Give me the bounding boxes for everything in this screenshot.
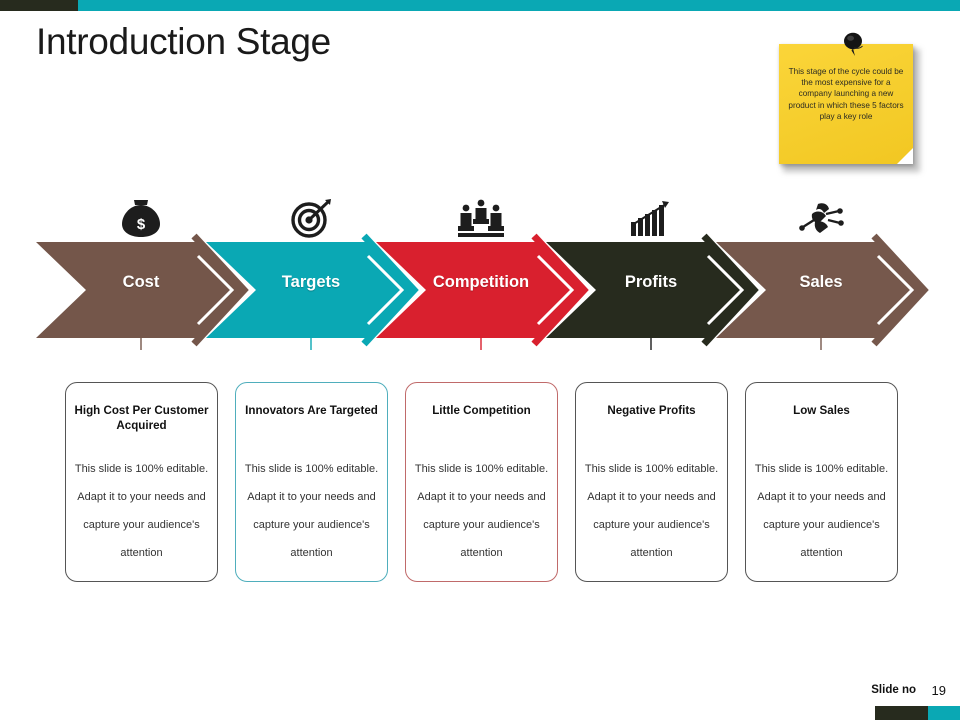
bottom-bar-accent-segment <box>928 706 960 720</box>
detail-card-body: This slide is 100% editable. Adapt it to… <box>74 463 209 559</box>
chevron-label-cost: Cost <box>122 273 160 291</box>
chevron-step-competition[interactable] <box>376 233 589 347</box>
connector-cost <box>140 338 142 350</box>
sticky-note: This stage of the cycle could be the mos… <box>779 32 920 172</box>
sticky-note-text: This stage of the cycle could be the mos… <box>788 67 904 121</box>
chevron-step-targets[interactable] <box>206 233 419 347</box>
chevron-step-sales[interactable] <box>716 233 929 347</box>
pushpin-icon <box>841 32 865 58</box>
chevron-label-profits: Profits <box>624 273 678 291</box>
bar-chart-arrow-icon <box>624 198 678 240</box>
connector-sales <box>820 338 822 350</box>
sticky-note-corner-curl <box>897 148 913 164</box>
chevron-label-sales: Sales <box>799 273 843 291</box>
chevron-label-competition: Competition <box>432 273 530 291</box>
detail-card-body: This slide is 100% editable. Adapt it to… <box>754 463 889 559</box>
top-bar-accent-segment <box>78 0 960 11</box>
detail-card-profits[interactable]: Negative Profits This slide is 100% edit… <box>575 382 728 582</box>
detail-card-title: High Cost Per Customer Acquired <box>74 404 209 432</box>
svg-text:$: $ <box>137 216 146 233</box>
podium-people-icon <box>454 198 508 240</box>
top-bar-dark-segment <box>0 0 78 11</box>
detail-card-targets[interactable]: Innovators Are Targeted This slide is 10… <box>235 382 388 582</box>
detail-card-title: Little Competition <box>432 404 531 417</box>
bottom-bar-dark-segment <box>875 706 928 720</box>
target-dart-icon <box>284 198 338 240</box>
money-bag-icon: $ <box>114 198 168 240</box>
slide-no-label: Slide no <box>871 684 916 696</box>
chevron-step-profits[interactable] <box>546 233 759 347</box>
slide-number: 19 <box>931 683 946 698</box>
detail-card-title: Negative Profits <box>607 404 696 417</box>
detail-card-title: Low Sales <box>793 404 850 417</box>
connector-competition <box>480 338 482 350</box>
sticky-note-paper: This stage of the cycle could be the mos… <box>779 44 913 164</box>
detail-card-body: This slide is 100% editable. Adapt it to… <box>244 463 379 559</box>
chevron-step-cost[interactable] <box>36 233 249 347</box>
detail-card-body: This slide is 100% editable. Adapt it to… <box>584 463 719 559</box>
detail-card-competition[interactable]: Little Competition This slide is 100% ed… <box>405 382 558 582</box>
sales-handshake-icon <box>794 198 848 240</box>
process-chevron-band <box>0 200 960 350</box>
connector-profits <box>650 338 652 350</box>
detail-card-cost[interactable]: High Cost Per Customer Acquired This sli… <box>65 382 218 582</box>
detail-card-sales[interactable]: Low Sales This slide is 100% editable. A… <box>745 382 898 582</box>
page-title: Introduction Stage <box>36 21 331 62</box>
detail-card-title: Innovators Are Targeted <box>245 404 378 417</box>
chevron-label-targets: Targets <box>281 273 341 291</box>
connector-targets <box>310 338 312 350</box>
detail-card-body: This slide is 100% editable. Adapt it to… <box>414 463 549 559</box>
